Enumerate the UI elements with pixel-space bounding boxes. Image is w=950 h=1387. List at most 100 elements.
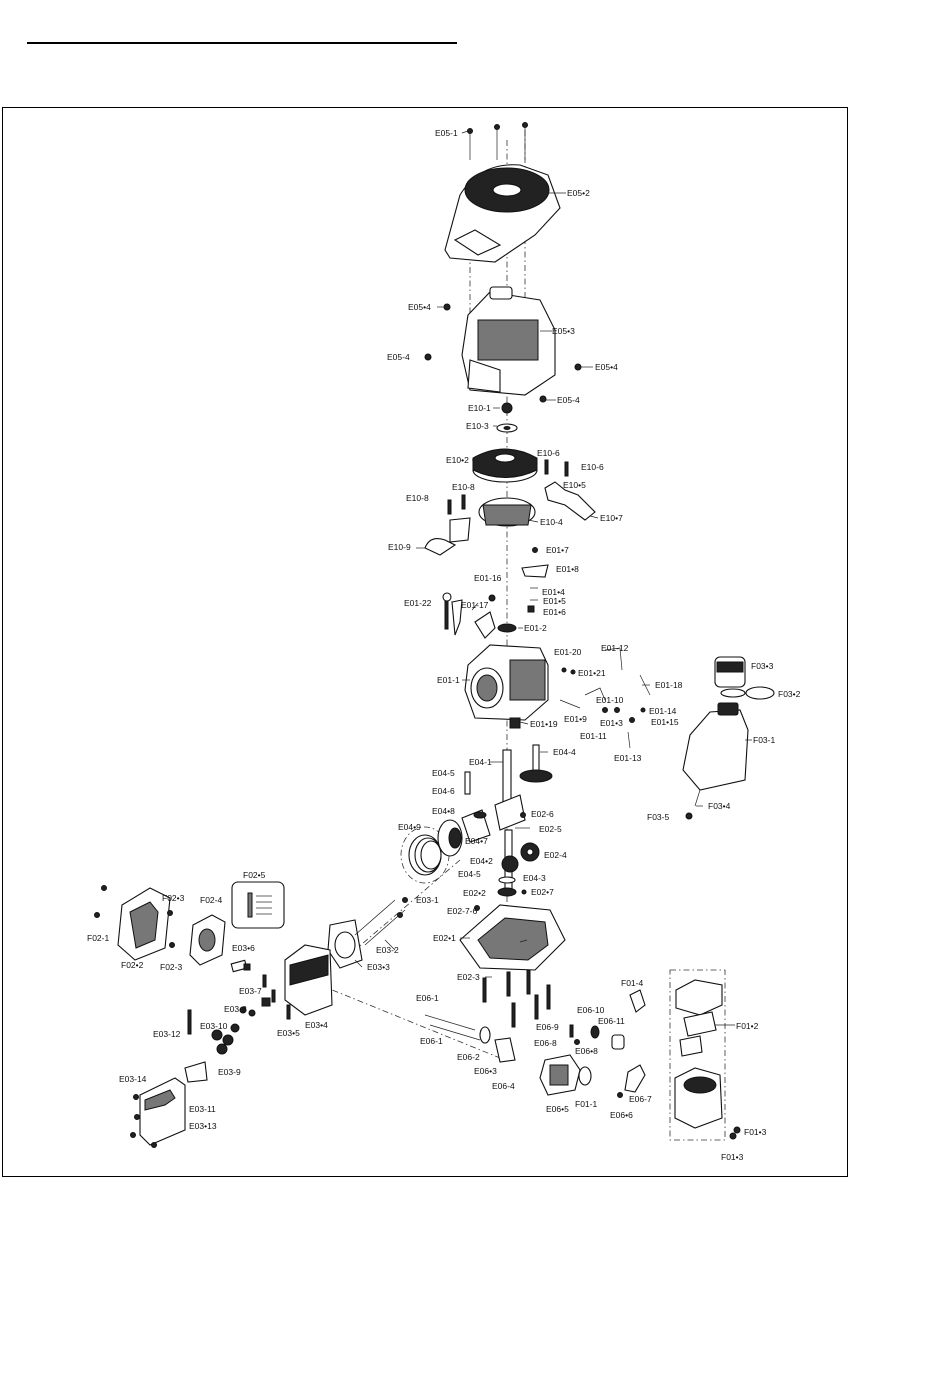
fuel-cap	[714, 656, 746, 688]
label-F02-5: F02•5	[243, 870, 266, 880]
label-F02-1: F02-1	[87, 933, 109, 943]
head-bolts	[354, 897, 408, 946]
label-E04-5-b: E04-5	[458, 869, 481, 879]
label-E02-4: E02-4	[544, 850, 567, 860]
label-E04-2: E04•2	[470, 856, 493, 866]
label-E06-9: E06-9	[536, 1022, 559, 1032]
air-cleaner-element	[679, 1011, 717, 1057]
label-E02-1: E02•1	[433, 933, 456, 943]
flywheel	[472, 448, 538, 483]
breather-parts	[488, 547, 549, 613]
label-E02-5: E02-5	[539, 824, 562, 834]
label-E03-12: E03-12	[153, 1029, 181, 1039]
carburetor-studs	[424, 1014, 481, 1041]
label-E10-6-a: E10-6	[537, 448, 560, 458]
fuel-filter-gasket	[720, 686, 775, 700]
label-E03-2: E03-2	[376, 945, 399, 955]
label-E01-16: E01-16	[474, 573, 502, 583]
label-F01-3-b: F01•3	[721, 1152, 744, 1162]
insulator-gasket	[479, 1026, 516, 1063]
label-E01-7: E01•7	[546, 545, 569, 555]
leader-lines	[354, 130, 752, 1026]
label-E10-3: E10-3	[466, 421, 489, 431]
diagram-frame	[2, 107, 848, 1177]
cylinder-head-gasket	[327, 919, 363, 969]
label-E04-6: E04-6	[432, 786, 455, 796]
air-filter-cover-left	[117, 887, 171, 961]
ignition-bracket	[544, 481, 596, 521]
label-E03-7: E03-7	[239, 986, 262, 996]
piston-pins	[464, 771, 471, 795]
label-E10-8-b: E10-8	[406, 493, 429, 503]
label-E01-6: E01•6	[543, 607, 566, 617]
ignition-coil-bolts	[447, 459, 569, 515]
label-E03-9: E03-9	[218, 1067, 241, 1077]
timing-gear	[498, 855, 519, 884]
camshaft	[519, 744, 553, 783]
crankcase-cover	[459, 904, 566, 971]
label-E10-8-a: E10-8	[452, 482, 475, 492]
label-E01-4: E01•4	[542, 587, 565, 597]
label-E06-4: E06-4	[492, 1081, 515, 1091]
label-F01-3-a: F01•3	[744, 1127, 767, 1137]
label-E01-17: E01-17	[461, 600, 489, 610]
governor-arm	[474, 611, 496, 639]
label-E05-4-c: E05•4	[595, 362, 618, 372]
label-E03-14: E03-14	[119, 1074, 147, 1084]
label-E05-2: E05•2	[567, 188, 590, 198]
label-E06-1-b: E06-1	[420, 1036, 443, 1046]
cylinder-head	[284, 944, 333, 1016]
head-small-parts	[239, 974, 291, 1020]
air-filter-screws	[94, 885, 175, 948]
label-E04-7: E04•7	[465, 836, 488, 846]
label-E05-1: E05-1	[435, 128, 458, 138]
label-E03-1: E03-1	[416, 895, 439, 905]
air-cleaner-cover	[675, 979, 723, 1016]
exhaust-gasket	[187, 1009, 240, 1055]
blower-housing-bolts	[424, 303, 582, 403]
label-E03-11: E03-11	[189, 1104, 216, 1114]
label-E03-8: E03-8	[224, 1004, 247, 1014]
label-E02-7: E02•7	[531, 887, 554, 897]
label-E01-5: E01•5	[543, 596, 566, 606]
label-E06-7: E06-7	[629, 1094, 652, 1104]
fuel-tank	[682, 702, 749, 791]
label-F03-4: F03•4	[708, 801, 731, 811]
label-E01-21: E01•21	[578, 668, 606, 678]
shroud-screws	[467, 122, 528, 160]
label-E01-20: E01-20	[554, 647, 582, 657]
label-E04-8: E04•8	[432, 806, 455, 816]
label-E03-10: E03-10	[200, 1021, 228, 1031]
label-E01-8: E01•8	[556, 564, 579, 574]
label-E05-3: E05•3	[552, 326, 575, 336]
label-F03-2: F03•2	[778, 689, 801, 699]
governor-gear	[515, 812, 540, 862]
flywheel-washer	[496, 423, 518, 433]
label-E05-4-b: E05-4	[387, 352, 410, 362]
label-E06-11: E06-11	[598, 1016, 625, 1026]
air-cleaner-base	[674, 1067, 723, 1129]
label-E10-7: E10•7	[600, 513, 623, 523]
label-F02-3-b: F02-3	[160, 962, 182, 972]
label-F02-3-a: F02•3	[162, 893, 185, 903]
label-E04-4: E04-4	[553, 747, 576, 757]
label-E03-5: E03•5	[277, 1028, 300, 1038]
ignition-coil	[424, 517, 471, 556]
governor-linkage	[509, 647, 651, 749]
label-E01-18: E01-18	[655, 680, 683, 690]
label-F01-2: F01•2	[736, 1021, 759, 1031]
label-E03-3: E03•3	[367, 962, 390, 972]
label-E03-6: E03•6	[232, 943, 255, 953]
label-E01-12: E01-12	[601, 643, 629, 653]
label-E04-9: E04•9	[398, 822, 421, 832]
label-F03-5: F03-5	[647, 812, 669, 822]
engine-shroud-cover	[444, 164, 561, 263]
air-cleaner-screws	[729, 1126, 741, 1140]
label-E02-3: E02-3	[457, 972, 480, 982]
muffler-screws	[130, 1094, 157, 1148]
label-E04-5-a: E04-5	[432, 768, 455, 778]
label-E01-9: E01•9	[564, 714, 587, 724]
flywheel-nut	[501, 402, 513, 414]
label-E01-15: E01•15	[651, 717, 679, 727]
label-E10-1: E10-1	[468, 403, 491, 413]
